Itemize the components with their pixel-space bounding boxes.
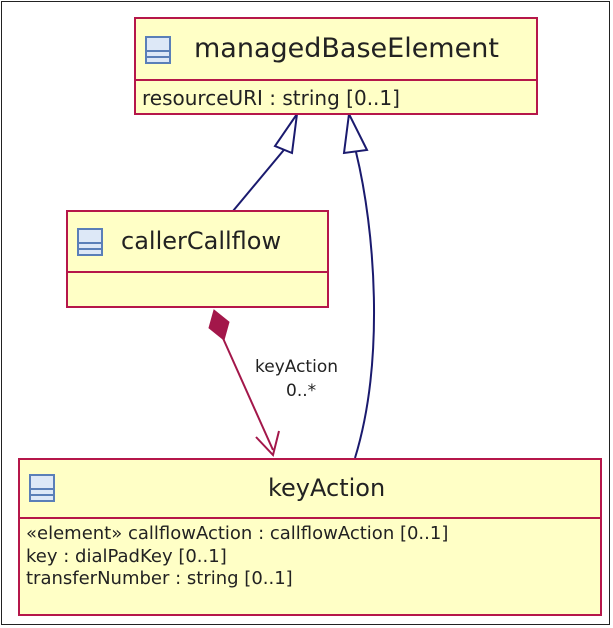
class-managedBaseElement[interactable]: managedBaseElement resourceURI : string … — [134, 17, 538, 115]
class-icon — [29, 474, 55, 502]
attribute-compartment: resourceURI : string [0..1] — [136, 81, 536, 113]
generalization-arrowhead-callerCallflow — [273, 113, 298, 155]
class-header: callerCallflow — [68, 212, 327, 273]
association-role-label: keyAction — [255, 357, 338, 377]
generalization-line-keyAction — [354, 151, 376, 459]
class-name: managedBaseElement — [194, 33, 499, 64]
class-name: callerCallflow — [121, 227, 282, 255]
attribute-callflowAction: «element» callflowAction : callflowActio… — [26, 523, 449, 544]
class-name: keyAction — [268, 474, 386, 502]
class-header: managedBaseElement — [136, 19, 536, 81]
attribute-compartment: «element» callflowAction : callflowActio… — [20, 519, 600, 593]
class-icon — [145, 36, 171, 64]
class-callerCallflow[interactable]: callerCallflow — [66, 210, 329, 308]
composition-line — [221, 335, 274, 451]
class-keyAction[interactable]: keyAction «element» callflowAction : cal… — [18, 458, 602, 616]
class-header: keyAction — [20, 460, 600, 519]
composition-arrowhead — [255, 430, 280, 458]
attribute-key: key : dialPadKey [0..1] — [26, 545, 227, 567]
composition-diamond — [208, 309, 230, 341]
attribute-resourceURI: resourceURI : string [0..1] — [142, 86, 400, 110]
class-icon — [77, 228, 103, 256]
association-multiplicity-label: 0..* — [286, 381, 317, 401]
generalization-arrowhead-keyAction — [342, 110, 369, 155]
attribute-transferNumber: transferNumber : string [0..1] — [26, 568, 293, 589]
generalization-line-callerCallflow — [232, 144, 289, 212]
attribute-compartment — [68, 273, 327, 277]
